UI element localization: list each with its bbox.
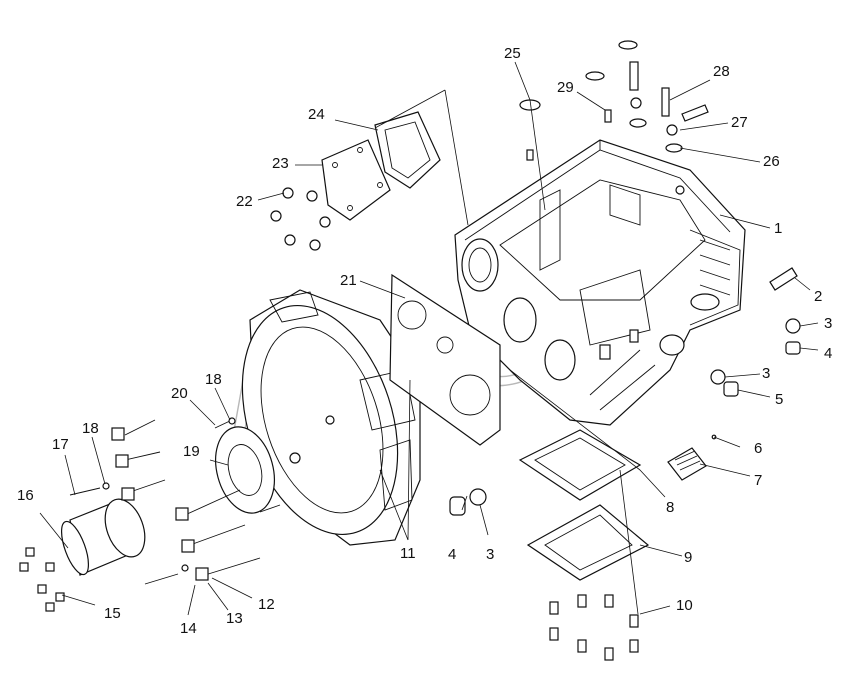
callout-19: 19 <box>183 443 200 460</box>
callout-18b: 18 <box>205 371 222 388</box>
callout-11: 11 <box>400 545 416 562</box>
callout-3b: 3 <box>762 365 770 382</box>
callout-20: 20 <box>171 385 188 402</box>
callout-14: 14 <box>180 620 197 637</box>
bolts-15 <box>19 547 65 612</box>
callout-15: 15 <box>104 605 121 622</box>
flange-16 <box>60 498 146 576</box>
gasket-21 <box>389 273 501 446</box>
flange-19 <box>215 426 275 514</box>
gasket-24 <box>374 111 441 189</box>
gearbox-housing <box>454 139 746 426</box>
callout-3a: 3 <box>824 315 832 332</box>
pin-2 <box>769 267 798 291</box>
leader-lines <box>39 61 819 616</box>
callout-24: 24 <box>308 106 325 123</box>
bottom-cover-9 <box>526 504 650 581</box>
callout-26: 26 <box>763 153 780 170</box>
callout-3c: 3 <box>486 546 494 563</box>
callout-29: 29 <box>557 79 574 96</box>
top-cover-23 <box>321 139 391 221</box>
callout-9: 9 <box>684 549 692 566</box>
clutch-housing <box>241 289 421 546</box>
callout-numbers: 1 2 3 3 3 4 4 5 6 7 8 9 10 11 12 13 14 1… <box>17 45 832 637</box>
callout-18a: 18 <box>82 420 99 437</box>
callout-10: 10 <box>676 597 693 614</box>
callout-12: 12 <box>258 596 275 613</box>
plug-and-washers <box>449 318 801 516</box>
callout-21: 21 <box>340 272 357 289</box>
nuts-22 <box>270 187 331 251</box>
top-small-parts <box>519 40 709 161</box>
callout-4b: 4 <box>448 546 456 563</box>
callout-13: 13 <box>226 610 243 627</box>
callout-25: 25 <box>504 45 521 62</box>
callout-8: 8 <box>666 499 674 516</box>
callout-16: 16 <box>17 487 34 504</box>
gasket-8 <box>518 429 642 501</box>
callout-6: 6 <box>754 440 762 457</box>
callout-2: 2 <box>814 288 822 305</box>
callout-7: 7 <box>754 472 762 489</box>
callout-5: 5 <box>775 391 783 408</box>
callout-22: 22 <box>236 193 253 210</box>
callout-1: 1 <box>774 220 782 237</box>
label-plate-7 <box>667 434 717 481</box>
callout-27: 27 <box>731 114 748 131</box>
callout-17: 17 <box>52 436 69 453</box>
callout-28: 28 <box>713 63 730 80</box>
studs-and-bolts <box>69 417 281 585</box>
callout-23: 23 <box>272 155 289 172</box>
bolts-10 <box>549 594 639 661</box>
callout-4a: 4 <box>824 345 832 362</box>
